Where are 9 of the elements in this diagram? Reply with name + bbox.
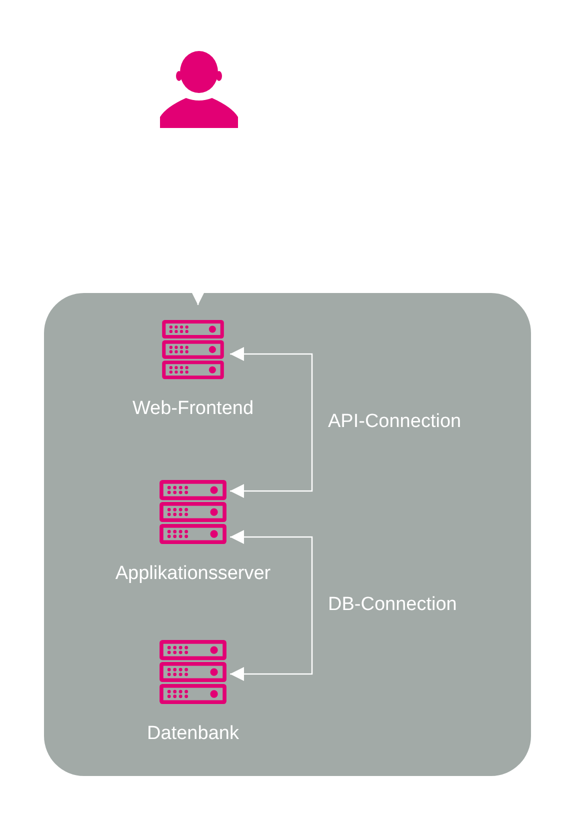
- server-label: Web-Frontend: [132, 398, 254, 420]
- server-label: Applikationsserver: [115, 563, 271, 585]
- edge-label: DB-Connection: [328, 594, 457, 616]
- edge-label: API-Connection: [328, 410, 462, 432]
- person-icon: [158, 50, 240, 128]
- connector-arrow: [230, 347, 313, 498]
- connector-arrow: [230, 530, 313, 681]
- server-label: Datenbank: [147, 723, 239, 745]
- container-panel: [44, 293, 531, 776]
